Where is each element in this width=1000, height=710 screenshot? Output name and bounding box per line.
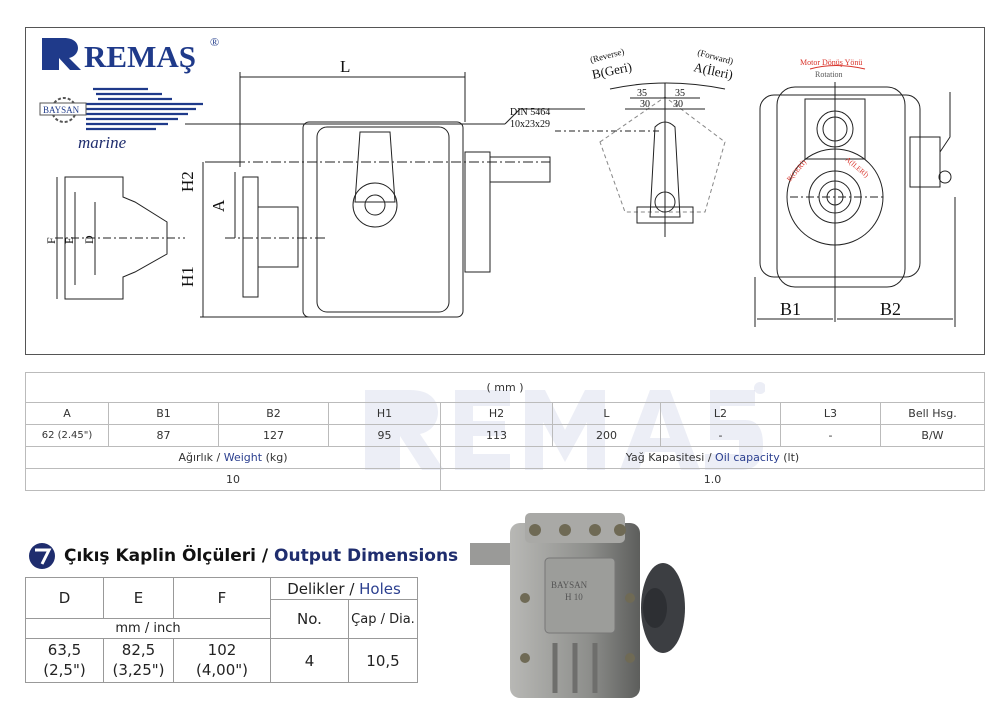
svg-text:E: E — [62, 237, 76, 244]
table-row: 62 (2.45") 87 127 95 113 200 - - B/W — [25, 424, 985, 447]
technical-drawing-frame — [25, 27, 985, 355]
svg-text:H 10: H 10 — [565, 592, 583, 602]
svg-text:Motor Dönüş Yönü: Motor Dönüş Yönü — [800, 58, 862, 67]
svg-text:B2: B2 — [880, 299, 901, 319]
svg-text:30: 30 — [673, 99, 683, 110]
remas-logo: REMAŞ ® BAYSAN marine — [38, 34, 228, 158]
svg-text:H2: H2 — [178, 171, 197, 192]
svg-text:D: D — [82, 235, 96, 244]
svg-text:B(GERİ): B(GERİ) — [785, 158, 808, 183]
brand-name: REMAŞ — [84, 39, 196, 74]
svg-text:30: 30 — [640, 99, 650, 110]
oil-value: 1.0 — [440, 468, 985, 491]
output-dimensions-title: Çıkış Kaplin Ölçüleri / Output Dimension… — [28, 542, 458, 570]
section-seven-icon — [29, 543, 55, 569]
svg-text:10x23x29: 10x23x29 — [510, 119, 550, 130]
svg-text:Rotation: Rotation — [815, 70, 843, 79]
svg-text:A: A — [209, 199, 228, 212]
svg-text:F: F — [44, 237, 58, 244]
weight-value: 10 — [25, 468, 441, 491]
svg-text:35: 35 — [637, 88, 647, 99]
weight-label: Ağırlık / Weight (kg) — [25, 446, 441, 469]
svg-text:L: L — [340, 57, 350, 76]
svg-text:H1: H1 — [178, 266, 197, 287]
svg-text:DIN 5464: DIN 5464 — [510, 107, 550, 118]
specification-table: ( mm ) A B1 B2 H1 H2 L L2 L3 Bell Hsg. 6… — [25, 372, 985, 491]
svg-text:®: ® — [210, 35, 219, 49]
svg-text:B1: B1 — [780, 299, 801, 319]
gearbox-drawing: L H2 A H1 F E D DIN 5464 10x23x29 (Rever… — [44, 46, 956, 327]
svg-text:BAYSAN: BAYSAN — [551, 580, 588, 590]
svg-text:BAYSAN: BAYSAN — [43, 105, 80, 115]
svg-text:marine: marine — [78, 133, 127, 152]
svg-text:35: 35 — [675, 88, 685, 99]
output-dimensions-table: D E F Delikler / Holes No. Çap / Dia. mm… — [25, 577, 418, 683]
gearbox-photo: BAYSAN H 10 — [470, 513, 685, 698]
oil-label: Yağ Kapasitesi / Oil capacity (lt) — [440, 446, 985, 469]
table-header-row: A B1 B2 H1 H2 L L2 L3 Bell Hsg. — [25, 402, 985, 425]
table-row: 63,5(2,5") 82,5(3,25") 102(4,00") 4 10,5 — [25, 638, 418, 683]
